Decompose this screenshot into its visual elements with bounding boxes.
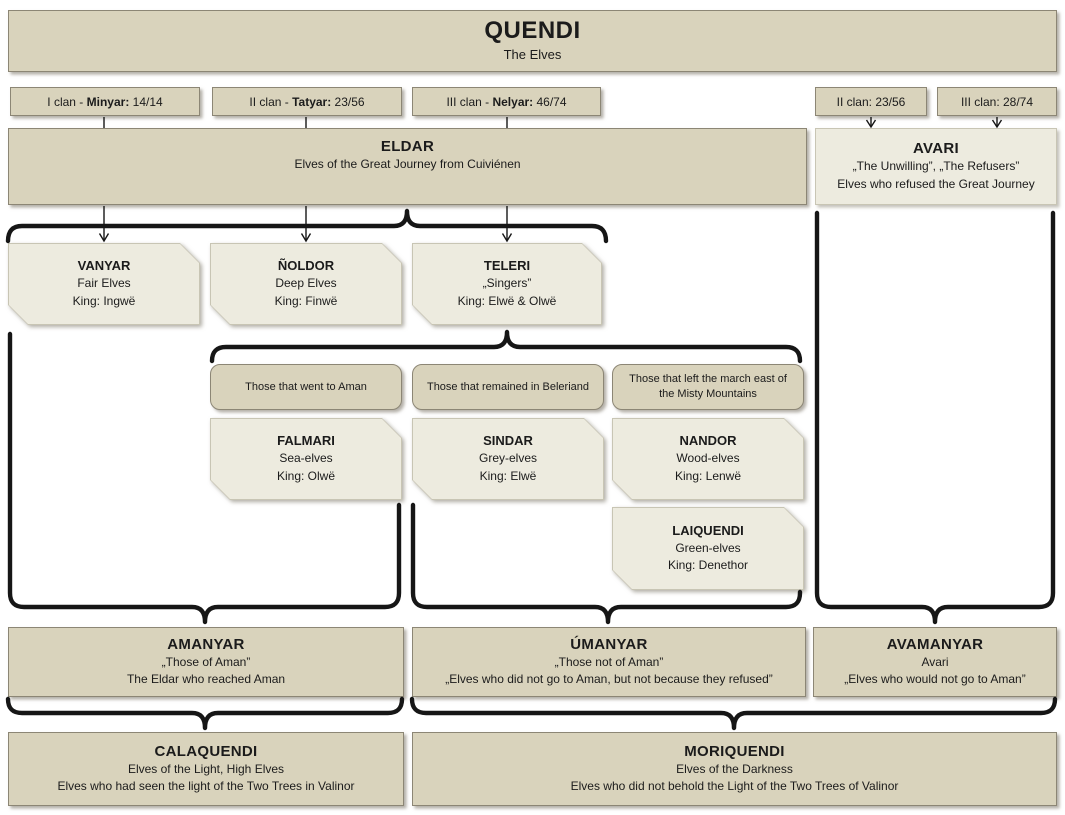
moriquendi-line2: Elves who did not behold the Light of th… [570, 779, 899, 793]
sindar-line1: Grey-elves [478, 451, 537, 466]
falmari-line2: King: Olwë [276, 468, 336, 483]
noldor-line2: King: Finwë [274, 293, 338, 308]
amanyar-line1: „Those of Aman” [161, 654, 251, 669]
clan-tag-nelyar: III clan - Nelyar: 46/74 [412, 87, 601, 116]
amanyar-title: AMANYAR [167, 635, 245, 653]
noldor-line1: Deep Elves [275, 276, 337, 291]
avamanyar-title: AVAMANYAR [886, 635, 984, 653]
clan-tag-minyar: I clan - Minyar: 14/14 [10, 87, 200, 116]
avari-title: AVARI [913, 140, 959, 158]
moriquendi-box: MORIQUENDI Elves of the Darkness Elves w… [412, 732, 1057, 806]
avari-box: AVARI „The Unwilling”, „The Refusers” El… [815, 128, 1057, 205]
sindar-line2: King: Elwë [479, 468, 537, 483]
group-label-remained-beleriand: Those that remained in Beleriand [412, 364, 604, 410]
group-label-went-to-aman: Those that went to Aman [210, 364, 402, 410]
vanyar-box: VANYAR Fair Elves King: Ingwë [8, 243, 200, 325]
clan-tag-tatyar: II clan - Tatyar: 23/56 [212, 87, 402, 116]
vanyar-line2: King: Ingwë [72, 293, 136, 308]
brace-eldar-kindreds [5, 208, 609, 244]
avari-desc: Elves who refused the Great Journey [837, 176, 1035, 191]
laiquendi-line1: Green-elves [675, 540, 741, 555]
laiquendi-box: LAIQUENDI Green-elves King: Denethor [612, 507, 804, 590]
gather-avamanyar [814, 210, 1056, 625]
clan-tag-avari-3-label: III clan: 28/74 [960, 94, 1034, 109]
clan-tag-minyar-label: I clan - Minyar: 14/14 [47, 94, 163, 109]
nandor-line1: Wood-elves [676, 451, 740, 466]
laiquendi-title: LAIQUENDI [672, 522, 744, 538]
vanyar-line1: Fair Elves [77, 276, 131, 291]
eldar-box: ELDAR Elves of the Great Journey from Cu… [8, 128, 807, 205]
avamanyar-line2: „Elves who would not go to Aman” [844, 672, 1026, 686]
avamanyar-box: AVAMANYAR Avari „Elves who would not go … [813, 627, 1057, 697]
avari-epithets: „The Unwilling”, „The Refusers” [852, 159, 1020, 174]
group-label-went-to-aman-text: Those that went to Aman [245, 380, 367, 393]
teleri-box: TELERI „Singers” King: Elwë & Olwë [412, 243, 602, 325]
quendi-subtitle: The Elves [503, 47, 562, 63]
calaquendi-line2: Elves who had seen the light of the Two … [57, 779, 355, 793]
nandor-title: NANDOR [679, 433, 737, 449]
laiquendi-line2: King: Denethor [667, 558, 749, 572]
umanyar-line2: „Elves who did not go to Aman, but not b… [445, 672, 773, 686]
amanyar-box: AMANYAR „Those of Aman” The Eldar who re… [8, 627, 404, 697]
nandor-line2: King: Lenwë [674, 468, 742, 483]
teleri-line1: „Singers” [482, 276, 532, 291]
moriquendi-line1: Elves of the Darkness [676, 761, 793, 776]
vanyar-title: VANYAR [77, 258, 131, 274]
sindar-box: SINDAR Grey-elves King: Elwë [412, 418, 604, 500]
avamanyar-line1: Avari [921, 654, 949, 669]
clan-tag-avari-3: III clan: 28/74 [937, 87, 1057, 116]
amanyar-line2: The Eldar who reached Aman [126, 672, 286, 686]
group-label-left-march-east-text: Those that left the march east of the Mi… [629, 373, 787, 400]
sindar-title: SINDAR [483, 433, 533, 449]
clan-tag-tatyar-label: II clan - Tatyar: 23/56 [249, 94, 365, 109]
clan-to-avari-arrows [865, 117, 1003, 129]
falmari-box: FALMARI Sea-elves King: Olwë [210, 418, 402, 500]
eldar-title: ELDAR [380, 138, 435, 155]
quendi-box: QUENDI The Elves [8, 10, 1057, 72]
quendi-title: QUENDI [484, 17, 581, 45]
nandor-box: NANDOR Wood-elves King: Lenwë [612, 418, 804, 500]
brace-calaquendi [5, 696, 405, 731]
teleri-title: TELERI [483, 258, 531, 274]
brace-teleri-groups [209, 329, 803, 364]
eldar-desc: Elves of the Great Journey from Cuiviéne… [294, 157, 521, 171]
moriquendi-title: MORIQUENDI [684, 742, 785, 760]
clan-tag-nelyar-label: III clan - Nelyar: 46/74 [446, 94, 567, 109]
falmari-line1: Sea-elves [279, 451, 333, 466]
calaquendi-line1: Elves of the Light, High Elves [127, 761, 285, 776]
umanyar-title: ÚMANYAR [570, 635, 648, 653]
umanyar-box: ÚMANYAR „Those not of Aman” „Elves who d… [412, 627, 806, 697]
brace-moriquendi [409, 696, 1058, 731]
clan-to-eldar-lines [103, 117, 508, 128]
clan-tag-avari-2-label: II clan: 23/56 [836, 94, 906, 109]
eldar-to-kindred-arrows [98, 206, 513, 243]
umanyar-line1: „Those not of Aman” [554, 654, 664, 669]
calaquendi-box: CALAQUENDI Elves of the Light, High Elve… [8, 732, 404, 806]
noldor-box: ÑOLDOR Deep Elves King: Finwë [210, 243, 402, 325]
group-label-left-march-east: Those that left the march east of the Mi… [612, 364, 804, 410]
teleri-line2: King: Elwë & Olwë [457, 293, 557, 308]
noldor-title: ÑOLDOR [277, 258, 335, 274]
calaquendi-title: CALAQUENDI [154, 742, 258, 760]
group-label-remained-beleriand-text: Those that remained in Beleriand [426, 380, 590, 393]
clan-tag-avari-2: II clan: 23/56 [815, 87, 927, 116]
falmari-title: FALMARI [277, 433, 335, 449]
